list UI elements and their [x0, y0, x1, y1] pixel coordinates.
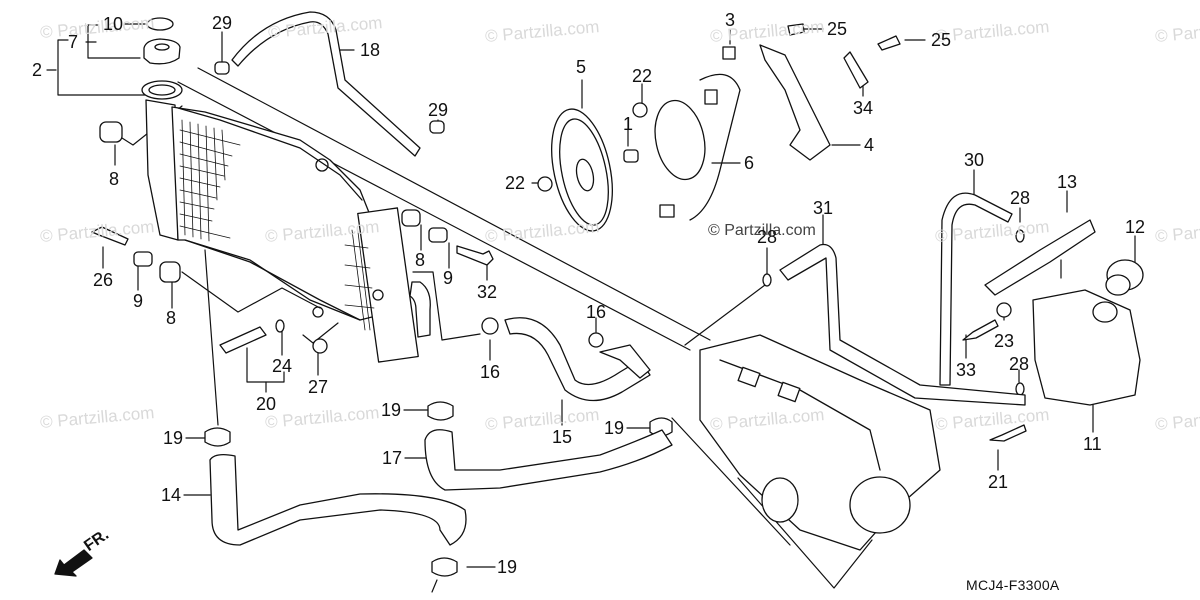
cap-seal-icon — [147, 18, 173, 30]
callout-label[interactable]: 8 — [166, 308, 177, 328]
fan-motor-icon — [648, 96, 712, 184]
callout-label[interactable]: 29 — [212, 13, 233, 33]
hose-clip-icon — [215, 62, 229, 74]
callout-label[interactable]: 23 — [994, 331, 1015, 351]
collar-icon — [134, 252, 152, 266]
callout-label[interactable]: 21 — [988, 472, 1009, 492]
callout-label[interactable]: 30 — [964, 150, 985, 170]
callout-label[interactable]: 31 — [813, 198, 834, 218]
callout-label[interactable]: 32 — [477, 282, 498, 302]
radiator-mount-hole-icon — [316, 159, 328, 171]
callout-label[interactable]: 4 — [864, 135, 875, 155]
motor-stay-icon — [760, 45, 830, 160]
radiator-cap-icon — [144, 39, 180, 64]
callout-label[interactable]: 16 — [586, 302, 607, 322]
reserve-tank-body-icon — [1033, 290, 1140, 405]
callout-label[interactable]: 11 — [1083, 434, 1102, 454]
callout-label[interactable]: 7 — [68, 32, 79, 52]
callout-label[interactable]: 27 — [308, 377, 329, 397]
callout-label[interactable]: 22 — [632, 66, 653, 86]
callout-label[interactable]: 25 — [931, 30, 952, 50]
callout-label[interactable]: 29 — [428, 100, 449, 120]
thermo-switch-icon — [220, 327, 266, 353]
fan-assembly — [542, 74, 740, 236]
callout-label[interactable]: 19 — [497, 557, 518, 577]
overflow-tube-icon — [940, 193, 1012, 385]
callout-label[interactable]: 2 — [32, 60, 43, 80]
callout-label[interactable]: 14 — [161, 485, 182, 505]
hoses — [210, 12, 1025, 545]
callout-label[interactable]: 19 — [381, 400, 402, 420]
callout-label[interactable]: 8 — [415, 250, 426, 270]
breather-tube-icon — [780, 245, 1025, 405]
callout-label[interactable]: 34 — [853, 98, 874, 118]
callout-label[interactable]: 1 — [623, 114, 634, 134]
callout-label[interactable]: 20 — [256, 394, 277, 414]
hose-clamp-icon — [482, 318, 498, 334]
callout-label[interactable]: 12 — [1125, 217, 1146, 237]
callout-label[interactable]: 10 — [103, 14, 124, 34]
callout-label[interactable]: 6 — [744, 153, 755, 173]
callout-label[interactable]: 24 — [272, 356, 293, 376]
radiator-core — [146, 100, 430, 362]
callout-label[interactable]: 16 — [480, 362, 501, 382]
callout-label[interactable]: 15 — [552, 427, 573, 447]
watermark: © Partzilla.com — [708, 222, 816, 239]
radiator-fin-pattern — [180, 120, 374, 330]
callout-label[interactable]: 28 — [1009, 354, 1030, 374]
callout-label[interactable]: 26 — [93, 270, 114, 290]
drawing-code: MCJ4-F3300A — [966, 577, 1060, 593]
thermostat-housing — [700, 335, 940, 550]
callout-label[interactable]: 5 — [576, 57, 587, 77]
reserve-tank-stay-icon — [985, 220, 1095, 295]
callout-label[interactable]: 25 — [827, 19, 848, 39]
radiator-cap-assembly — [142, 18, 182, 99]
fasteners — [92, 24, 1026, 576]
callout-label[interactable]: 9 — [443, 268, 454, 288]
hose-band-icon — [205, 428, 230, 446]
leader-lines — [47, 24, 1135, 592]
callout-label[interactable]: 18 — [360, 40, 381, 60]
washer-icon — [276, 320, 284, 332]
stay-icon — [844, 52, 868, 88]
callout-label[interactable]: 19 — [163, 428, 184, 448]
grommet-icon — [160, 262, 180, 282]
callout-label[interactable]: 33 — [956, 360, 977, 380]
water-hose-14-icon — [210, 455, 466, 545]
callout-label[interactable]: 22 — [505, 173, 526, 193]
water-hose-15-icon — [505, 318, 650, 401]
filler-neck-icon — [142, 81, 182, 99]
reserve-tank — [985, 220, 1143, 405]
arrow-icon — [55, 550, 92, 576]
callout-label[interactable]: 13 — [1057, 172, 1078, 192]
clip-icon — [723, 47, 735, 59]
callout-label[interactable]: 19 — [604, 418, 625, 438]
bolt-icon — [92, 227, 128, 245]
callout-label[interactable]: 8 — [109, 169, 120, 189]
callout-label[interactable]: 9 — [133, 291, 144, 311]
callout-label[interactable]: 28 — [1010, 188, 1031, 208]
siphon-tube-icon — [232, 12, 420, 156]
callout-label[interactable]: 17 — [382, 448, 403, 468]
water-hose-17-icon — [425, 430, 672, 490]
front-direction-arrow — [55, 550, 92, 576]
callout-label[interactable]: 3 — [725, 10, 736, 30]
callout-label[interactable]: 28 — [757, 227, 778, 247]
nut-icon — [313, 339, 327, 353]
grommet-icon — [100, 122, 122, 142]
